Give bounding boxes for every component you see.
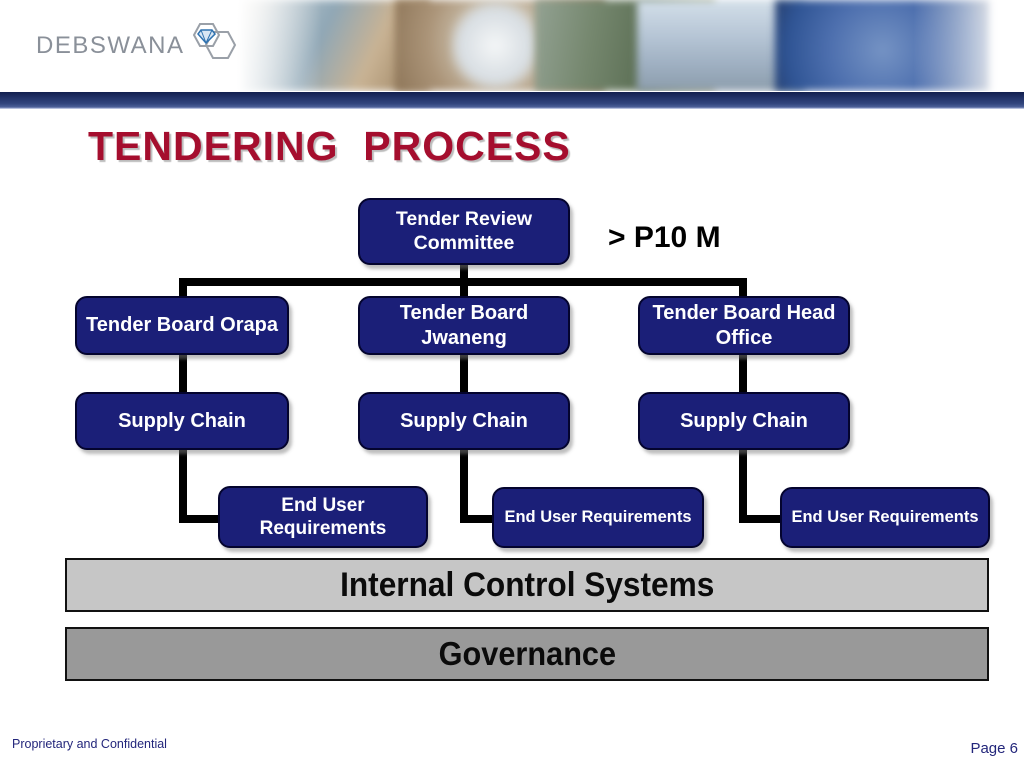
connector-line (739, 280, 747, 300)
connector-line (464, 515, 497, 523)
footer-page-number: Page 6 (970, 740, 1018, 757)
node-tender-board-jwaneng: Tender Board Jwaneng (358, 296, 570, 355)
diamond-logo-icon (193, 23, 237, 59)
node-tender-review-committee: Tender Review Committee (358, 198, 570, 265)
connector-line (460, 352, 468, 396)
node-tender-board-orapa: Tender Board Orapa (75, 296, 289, 355)
connector-line (179, 280, 187, 300)
connector-line (739, 448, 747, 523)
connector-line (460, 448, 468, 523)
node-supply-chain-1: Supply Chain (75, 392, 289, 450)
band-label: Governance (438, 635, 616, 672)
connector-line (183, 515, 223, 523)
node-end-user-requirements-2: End User Requirements (492, 487, 704, 548)
footer-confidential-note: Proprietary and Confidential (12, 737, 167, 751)
threshold-annotation: > P10 M (608, 221, 721, 254)
connector-line (460, 262, 468, 284)
connector-line (179, 448, 187, 523)
debswana-logo: DEBSWANA (36, 23, 240, 66)
node-tender-board-head-office: Tender Board Head Office (638, 296, 850, 355)
photo-collage (235, 0, 1024, 91)
node-end-user-requirements-1: End User Requirements (218, 486, 428, 548)
connector-line (179, 352, 187, 396)
band-label: Internal Control Systems (339, 565, 715, 604)
header-banner: DEBSWANA (0, 0, 1024, 91)
band-internal-control-systems: Internal Control Systems (65, 558, 989, 612)
divider-bar (0, 92, 1024, 109)
node-end-user-requirements-3: End User Requirements (780, 487, 990, 548)
node-supply-chain-3: Supply Chain (638, 392, 850, 450)
collage-white-fade (235, 0, 1024, 91)
node-supply-chain-2: Supply Chain (358, 392, 570, 450)
connector-line (739, 352, 747, 396)
logo-text: DEBSWANA (36, 32, 185, 59)
connector-line (743, 515, 785, 523)
band-governance: Governance (65, 627, 989, 681)
connector-line (460, 280, 468, 300)
page-title: TENDERING PROCESS (88, 123, 571, 169)
